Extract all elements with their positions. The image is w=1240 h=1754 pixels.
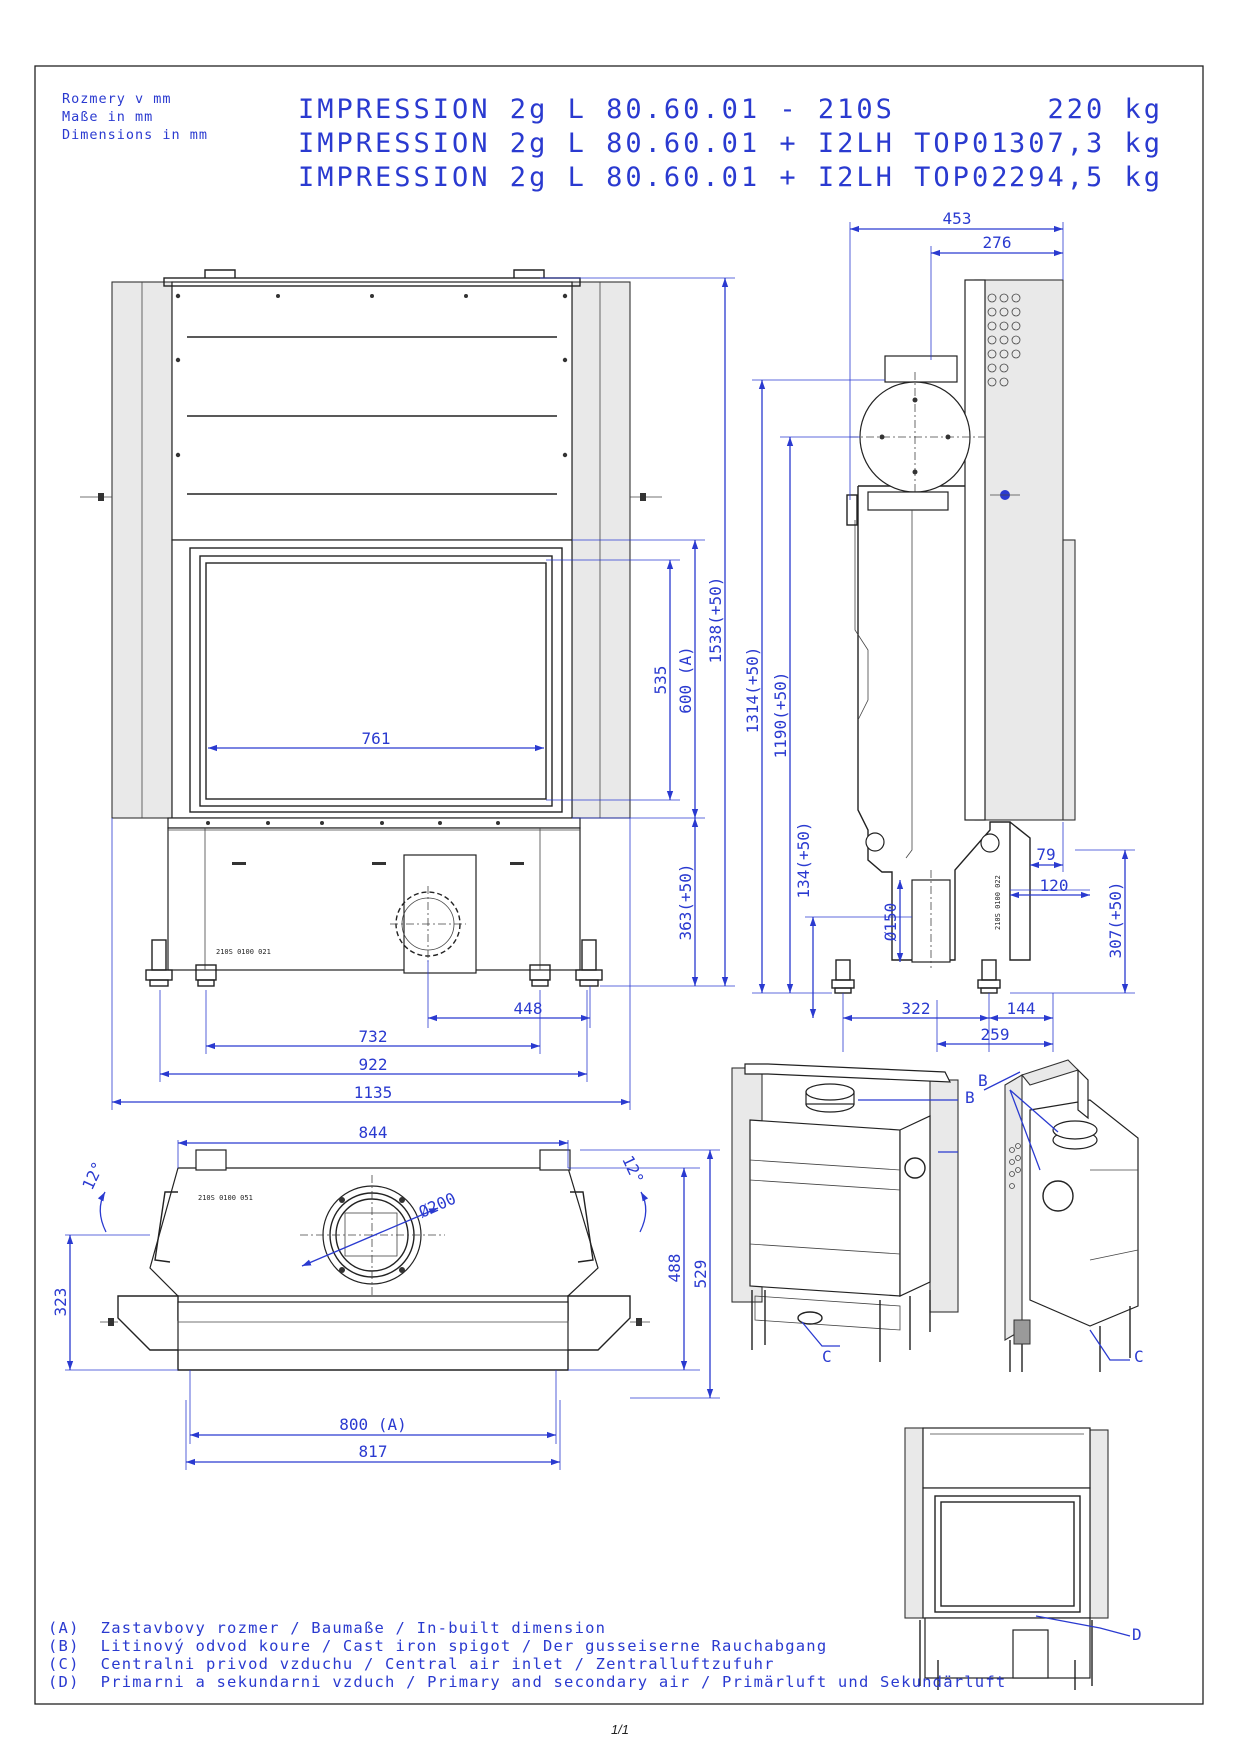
dim-363: 363(+50) [676, 863, 695, 940]
dim-134: 134(+50) [794, 821, 813, 898]
dim-488: 488 [665, 1254, 684, 1283]
dim-323: 323 [51, 1288, 70, 1317]
dim-800: 800 (A) [339, 1415, 406, 1434]
top-view: 210S 0100 051 [100, 1149, 650, 1371]
callout-c-front: C [822, 1347, 832, 1366]
model-name-3: IMPRESSION 2g L 80.60.01 + I2LH TOP02 [298, 162, 1010, 193]
sheet-border [34, 65, 1204, 1705]
legend-b: (B) Litinový odvod koure / Cast iron spi… [48, 1637, 827, 1655]
page-number: 1/1 [610, 1722, 630, 1737]
iso-view-front-small: D [904, 1427, 1142, 1690]
side-part-code: 210S 0100 022 [994, 875, 1002, 930]
legend-d: (D) Primarni a sekundarni vzduch / Prima… [48, 1673, 1006, 1691]
angle-12-right: 12° [618, 1153, 647, 1187]
dim-922: 922 [359, 1055, 388, 1074]
dim-529: 529 [691, 1260, 710, 1289]
top-part-code: 210S 0100 051 [198, 1194, 253, 1202]
iso-view-front: B C [731, 1063, 975, 1366]
units-cz: Rozmery v mm [62, 91, 172, 107]
model-name-1: IMPRESSION 2g L 80.60.01 - 210S [298, 94, 895, 125]
dim-1135: 1135 [354, 1083, 393, 1102]
header-models: IMPRESSION 2g L 80.60.01 - 210S 220 kg I… [298, 94, 1163, 193]
model-weight-2: 307,3 kg [1009, 128, 1163, 159]
dim-732: 732 [359, 1027, 388, 1046]
model-name-2: IMPRESSION 2g L 80.60.01 + I2LH TOP01 [298, 128, 1010, 159]
angle-12-left: 12° [78, 1159, 107, 1193]
legend-a: (A) Zastavbovy rozmer / Baumaße / In-bui… [48, 1619, 606, 1637]
side-view: 210S 0100 022 [831, 279, 1076, 994]
dim-1190: 1190(+50) [771, 672, 790, 759]
dim-79: 79 [1036, 845, 1055, 864]
front-part-code: 210S 0100 021 [216, 948, 271, 956]
callout-d: D [1132, 1625, 1142, 1644]
legend: (A) Zastavbovy rozmer / Baumaße / In-bui… [48, 1619, 1006, 1691]
dim-1538: 1538(+50) [706, 577, 725, 664]
dim-144: 144 [1007, 999, 1036, 1018]
units-en: Dimensions in mm [62, 127, 208, 143]
front-view: 210S 0100 021 [80, 269, 662, 987]
header-units: Rozmery v mm Maße in mm Dimensions in mm [62, 91, 208, 143]
dim-761: 761 [362, 729, 391, 748]
dim-1314: 1314(+50) [743, 647, 762, 734]
dim-307: 307(+50) [1106, 881, 1125, 958]
dim-120: 120 [1040, 876, 1069, 895]
dim-259: 259 [981, 1025, 1010, 1044]
dim-600: 600 (A) [676, 646, 695, 713]
model-weight-1: 220 kg [1047, 94, 1163, 125]
model-weight-3: 294,5 kg [1009, 162, 1163, 193]
units-de: Maße in mm [62, 109, 153, 125]
dim-150: Ø150 [881, 903, 900, 942]
dim-535: 535 [651, 666, 670, 695]
callout-b-front: B [965, 1088, 975, 1107]
dim-817: 817 [359, 1442, 388, 1461]
side-dimensions: 453 276 1314(+50) 1190(+50) 134(+50) Ø15… [743, 209, 1135, 1052]
dim-448: 448 [514, 999, 543, 1018]
callout-c-side: C [1134, 1347, 1144, 1366]
legend-c: (C) Centralni privod vzduchu / Central a… [48, 1655, 775, 1673]
dim-322: 322 [902, 999, 931, 1018]
callout-b-side: B [978, 1071, 988, 1090]
dim-276: 276 [983, 233, 1012, 252]
iso-view-side: B C [978, 1059, 1144, 1372]
front-dimensions: 761 535 600 (A) 1538(+50) 363(+50) 448 7… [111, 277, 735, 1110]
dim-844: 844 [359, 1123, 388, 1142]
dim-453: 453 [943, 209, 972, 228]
